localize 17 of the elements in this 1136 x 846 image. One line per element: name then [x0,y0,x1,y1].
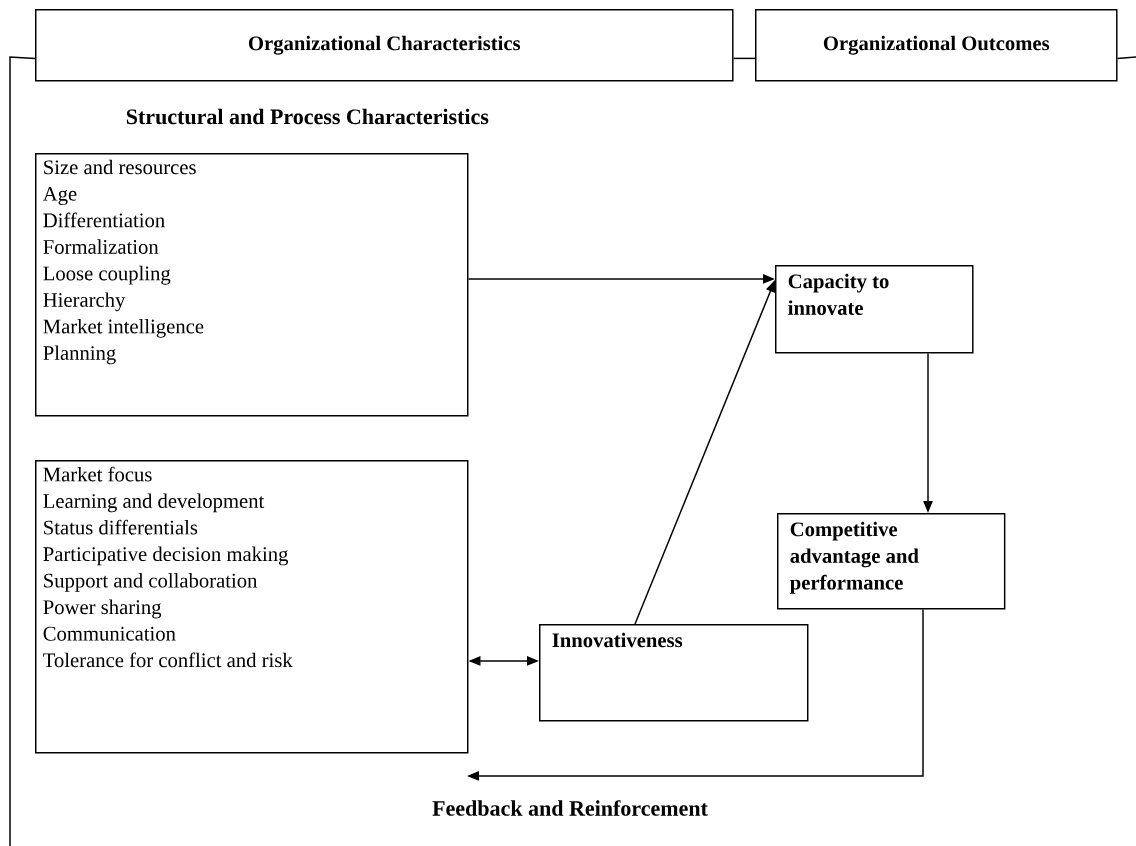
process-box: Competitive advantage and performance [777,513,1006,610]
node-label: Market intelligence [43,318,204,338]
edge-label: Feedback and Reinforcement [430,798,710,818]
node-label: Size and resources [44,159,196,175]
list-box: Size and resources Age Differentiation Formalization Loose coupling Hierarchy Market intelligence Planning [35,153,469,417]
node-label: Hierarchy [43,292,126,312]
header-box: Organizational Characteristics [35,9,734,82]
node-label: Differentiation [43,212,165,228]
node-label: Formalization [43,239,159,254]
node-label: Loose coupling [43,265,171,285]
list-box: Market focus Learning and development Status differentials Participative decision making Support and collaboration Power sharing Communication Tolerance for conflict and risk [35,460,469,754]
process-box: Innovativeness [539,624,809,722]
node-label: Planning [43,345,116,365]
box-heading: Structural and Process Characteristics [126,108,489,125]
header-box: Organizational Outcomes [755,9,1118,82]
process-box: Capacity to innovate [775,265,974,354]
node-label: Age [42,186,77,206]
